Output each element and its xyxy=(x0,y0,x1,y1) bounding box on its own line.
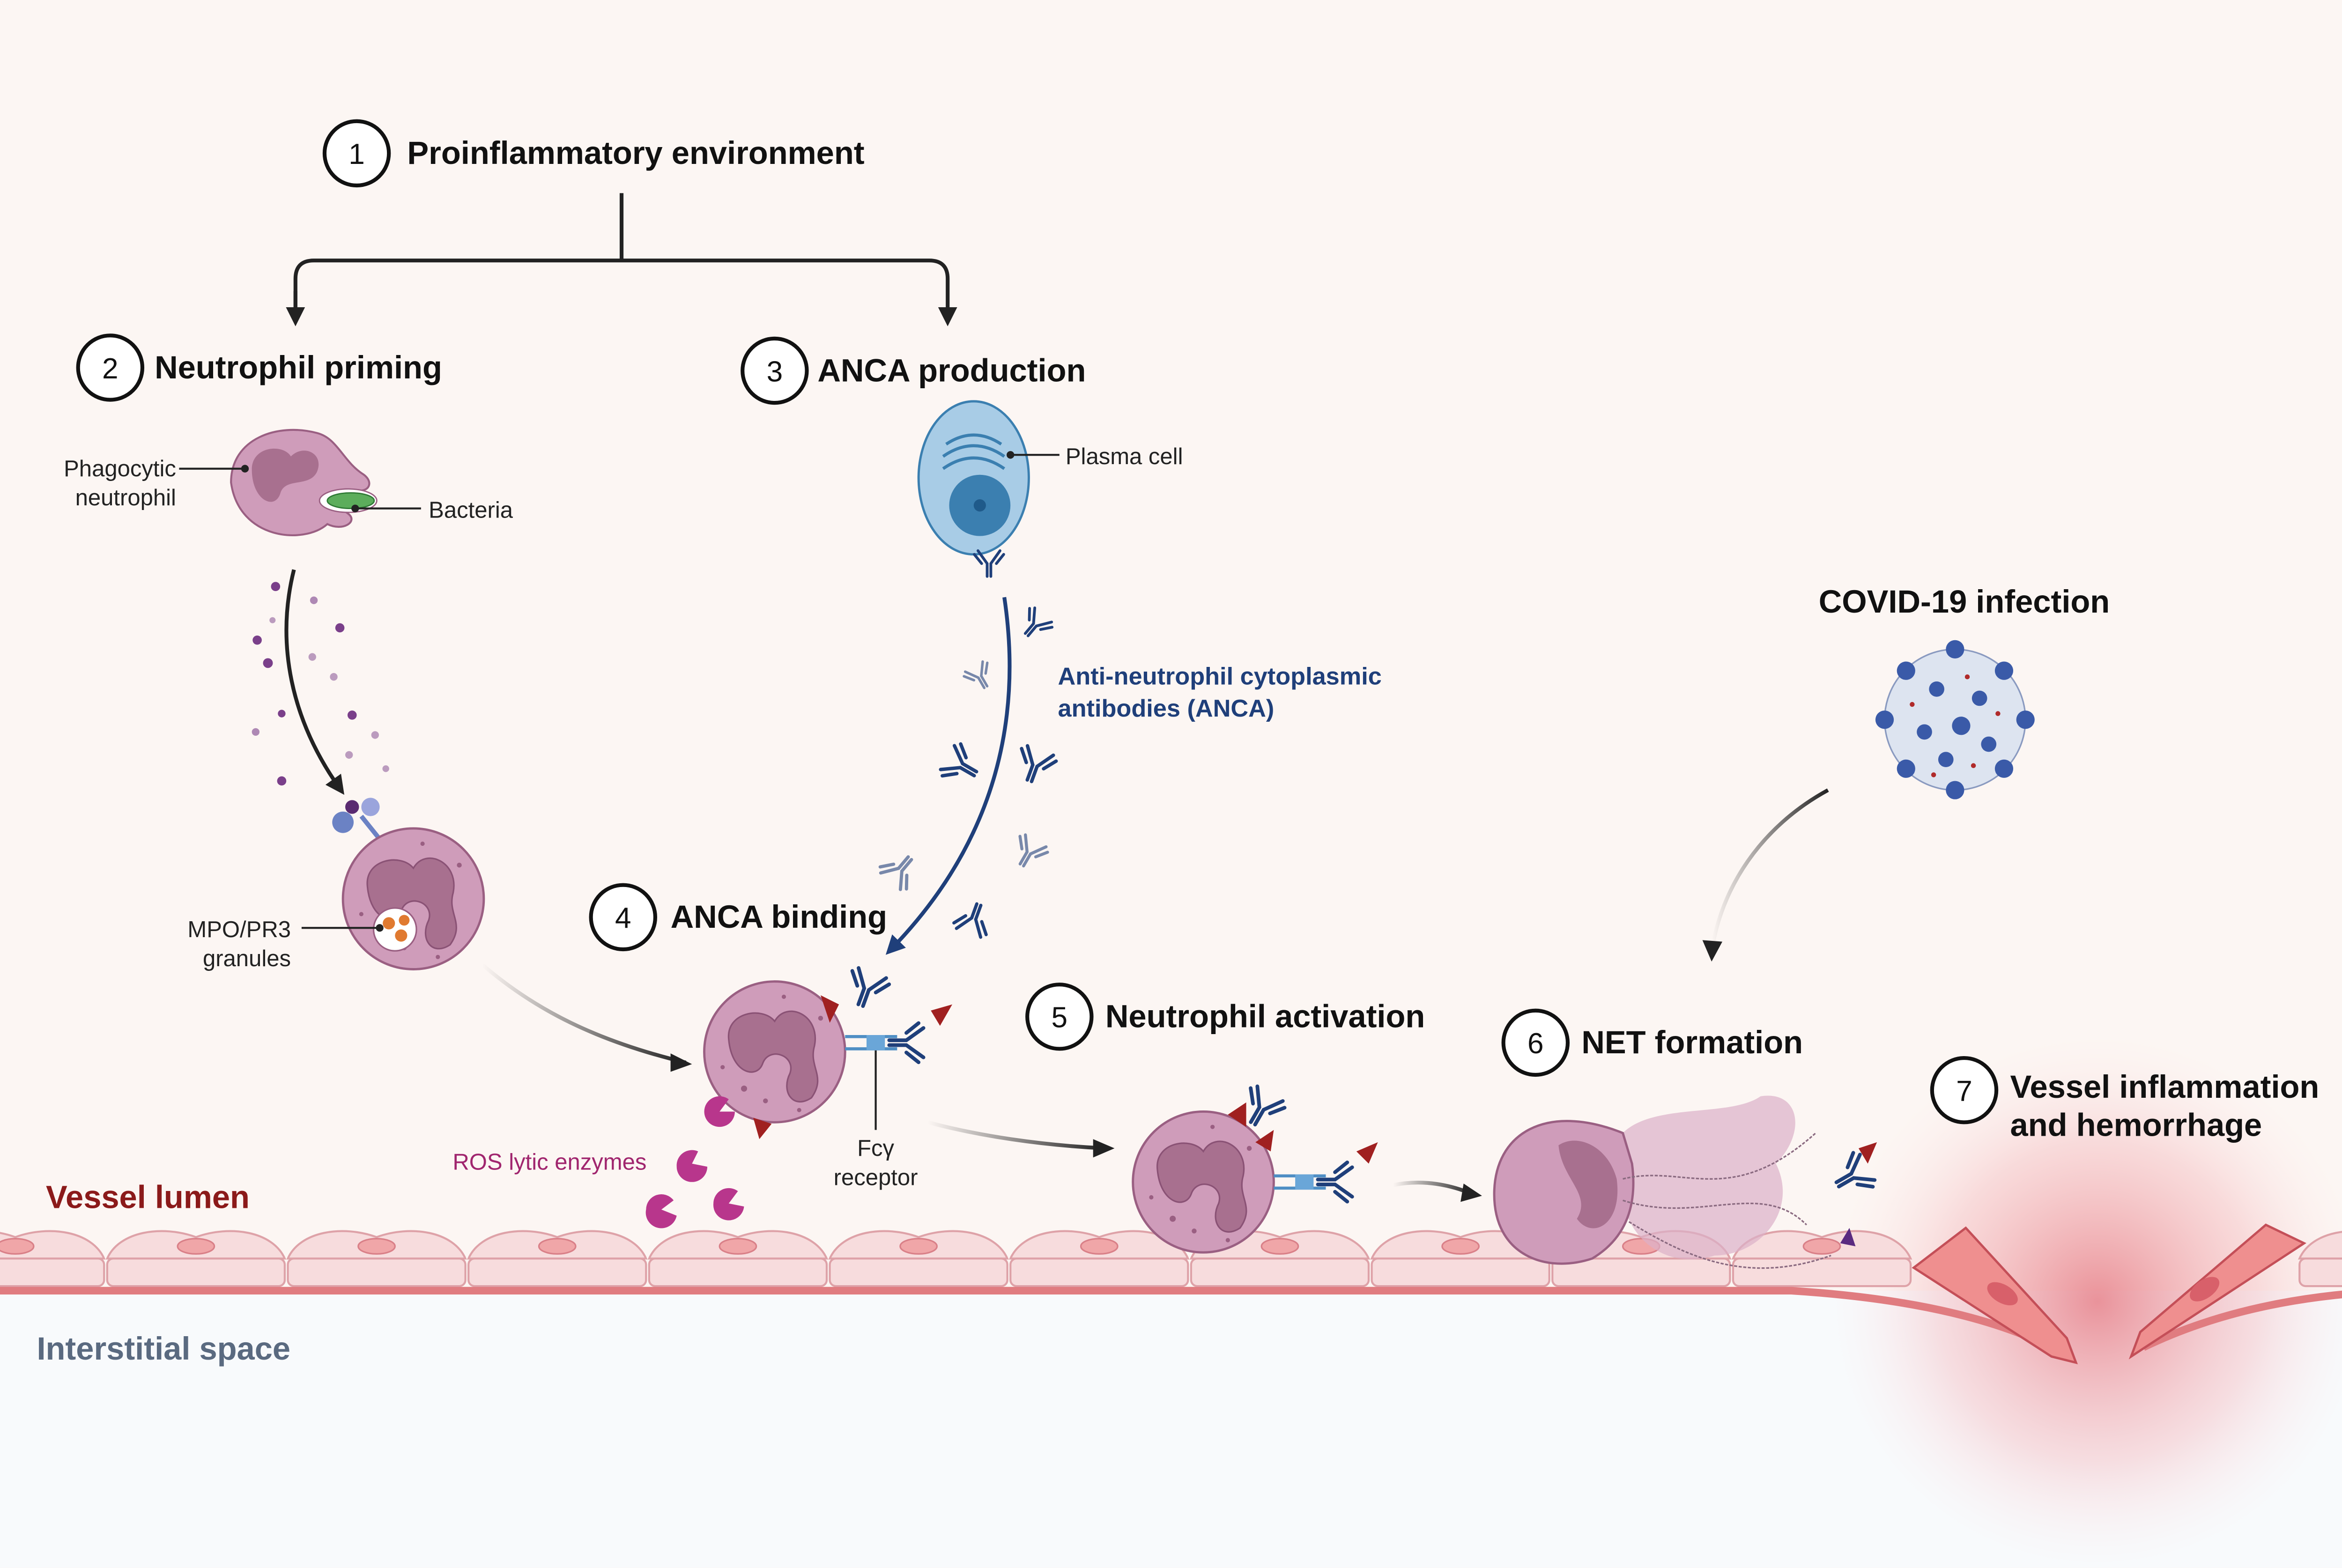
fc-receptor-label-2: receptor xyxy=(834,1165,918,1190)
step-title: Neutrophil priming xyxy=(155,349,442,385)
step-number: 4 xyxy=(615,902,631,934)
antigen-icon xyxy=(753,1117,772,1139)
step-number-badge xyxy=(589,883,658,952)
step-number-badge xyxy=(1025,983,1094,1051)
receptor-icon xyxy=(332,798,382,841)
step-number: 5 xyxy=(1052,1002,1068,1034)
activation-arrow xyxy=(927,1120,1106,1150)
granules-label: MPO/PR3 xyxy=(187,917,291,942)
covid-arrow xyxy=(1710,788,1829,953)
net-formation-icon xyxy=(1493,1095,1877,1269)
granule-particles xyxy=(252,582,389,786)
step-number-badge xyxy=(1501,1008,1570,1077)
primed-neutrophil-icon xyxy=(343,828,484,969)
activated-neutrophil-icon xyxy=(1133,1111,1274,1252)
ros-label: ROS lytic enzymes xyxy=(452,1150,646,1175)
step-3: 3 ANCA production xyxy=(741,336,1086,405)
fc-receptor-icon xyxy=(1274,1142,1378,1202)
anca-label-2: antibodies (ANCA) xyxy=(1058,695,1275,722)
step-title: Proinflammatory environment xyxy=(407,135,864,171)
step-4: 4 ANCA binding xyxy=(589,883,887,952)
plasma-cell-label: Plasma cell xyxy=(1066,444,1183,469)
step-number: 7 xyxy=(1956,1075,1972,1108)
hemorrhage-glow xyxy=(1830,1033,2342,1568)
fc-receptor-label: Fcγ xyxy=(857,1136,894,1161)
step-number: 3 xyxy=(767,355,783,388)
priming-arrow xyxy=(284,569,345,795)
ros-enzyme-icons xyxy=(645,1096,744,1228)
branch-arrows xyxy=(293,193,948,318)
bacteria-label: Bacteria xyxy=(429,497,513,523)
detached-endothelial-cell xyxy=(2128,1223,2307,1360)
step-title-2: and hemorrhage xyxy=(2010,1107,2262,1143)
step-6: 6 NET formation xyxy=(1501,1008,1803,1077)
antigen-icon xyxy=(1228,1102,1274,1152)
step-number-badge xyxy=(1930,1056,1999,1124)
granules-label-2: granules xyxy=(203,946,291,971)
step-title: Neutrophil activation xyxy=(1105,998,1425,1035)
phagocytic-label-2: neutrophil xyxy=(75,485,176,510)
endothelium xyxy=(0,1223,2342,1365)
sars-cov-2-virus-icon xyxy=(1875,640,2035,799)
step-number-badge xyxy=(741,336,809,405)
step-number-badge xyxy=(322,119,391,188)
step-7: 7 Vessel inflammation and hemorrhage xyxy=(1930,1056,2320,1143)
migration-arrow xyxy=(481,963,687,1065)
step-1: 1 Proinflammatory environment xyxy=(322,119,865,188)
step-number: 2 xyxy=(102,353,119,385)
step-title: ANCA production xyxy=(817,352,1086,388)
step-title: ANCA binding xyxy=(671,899,887,935)
phagocytic-neutrophil-icon xyxy=(230,429,378,536)
step-5: 5 Neutrophil activation xyxy=(1025,983,1425,1051)
interstitial-space-label: Interstitial space xyxy=(37,1331,290,1367)
fc-receptor-icon xyxy=(845,1004,953,1063)
step-number-badge xyxy=(76,333,145,402)
covid-label: COVID-19 infection xyxy=(1819,584,2110,620)
step-number: 1 xyxy=(348,138,365,170)
anca-arrow xyxy=(885,597,1012,955)
step-title: Vessel inflammation xyxy=(2010,1069,2320,1105)
anca-label: Anti-neutrophil cytoplasmic xyxy=(1058,663,1382,690)
step-number: 6 xyxy=(1527,1028,1544,1060)
plasma-cell-icon xyxy=(917,400,1030,556)
vessel-lumen-label: Vessel lumen xyxy=(46,1179,250,1215)
phagocytic-label: Phagocytic xyxy=(64,456,176,481)
antigen-icon xyxy=(820,995,839,1023)
step-2: 2 Neutrophil priming xyxy=(76,333,442,402)
step-title: NET formation xyxy=(1581,1024,1803,1060)
